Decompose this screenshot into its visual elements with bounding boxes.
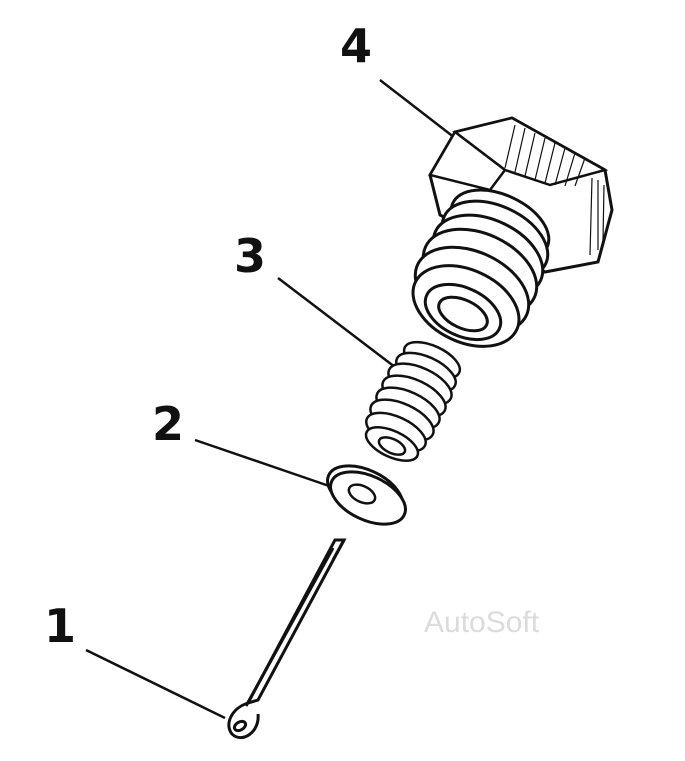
watermark-text: AutoSoft bbox=[424, 606, 540, 639]
callout-3-label: 3 bbox=[234, 229, 266, 283]
callout-2-label: 2 bbox=[152, 397, 184, 451]
leader-line-4 bbox=[379, 79, 456, 139]
plug-bolt-part bbox=[411, 116, 614, 348]
callout-4-label: 4 bbox=[340, 19, 372, 73]
leader-line-3 bbox=[277, 277, 413, 381]
leader-line-2 bbox=[194, 438, 336, 490]
washer-part bbox=[326, 464, 407, 526]
cotter-pin-part bbox=[227, 538, 347, 740]
leader-lines bbox=[85, 79, 456, 720]
spring-part bbox=[364, 340, 462, 462]
callout-1-label: 1 bbox=[44, 599, 76, 653]
leader-line-1 bbox=[85, 648, 226, 720]
